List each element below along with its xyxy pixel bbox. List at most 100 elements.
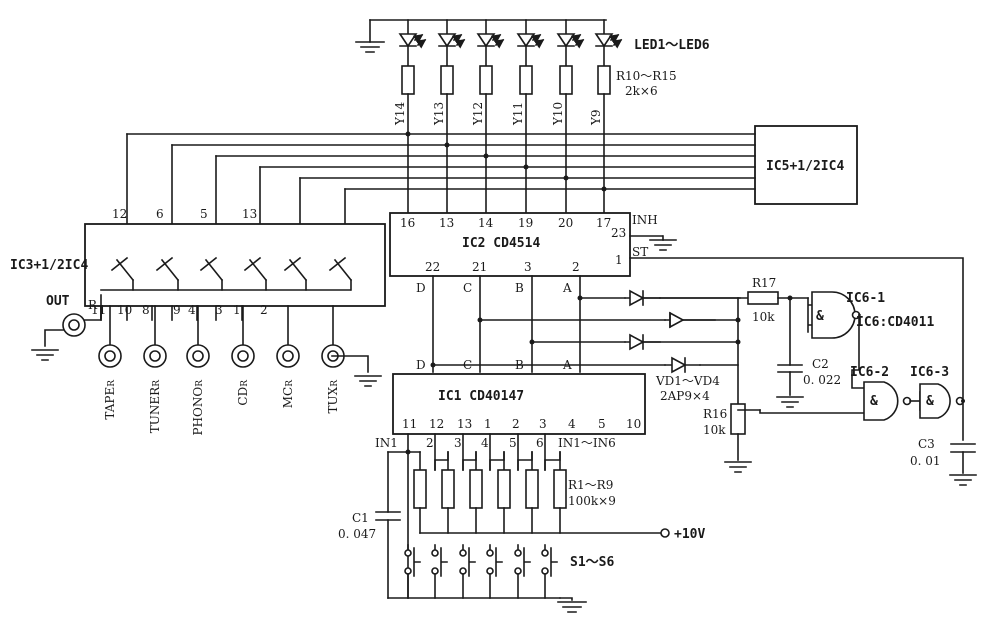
in-pin-label-5: 5 [509,436,517,450]
resistor-r1 [413,451,427,534]
in1-label: IN1 [375,436,398,450]
out-sub: R [88,298,98,312]
in-pin-label-3: 3 [454,436,462,450]
jack-phono: PHONOR [186,305,210,436]
led-column-4 [516,19,545,214]
r1-label: R1〜R9 [568,478,613,492]
y-label-y14: Y14 [393,101,407,126]
ic3-bottom-pin-1: 1 [233,303,241,317]
ic3-label: IC3+1/2IC4 [10,258,88,273]
y-label-y13: Y13 [432,102,446,126]
ground-switches [557,597,587,613]
ic3-bottom-pin-10: 10 [117,303,132,317]
ic6-1-label: IC6-1 [846,291,885,306]
c1-label: C1 [352,511,369,525]
ic1-bottom-pin-5: 5 [598,417,606,431]
in-range-label: IN1〜IN6 [558,436,616,450]
jack-label-tuner: TUNERR [148,380,162,433]
led-column-3 [476,19,505,214]
jack-mc: MCR [276,305,300,408]
y-label-y10: Y10 [551,102,565,126]
in-pin-label-4: 4 [481,436,489,450]
switch-s2 [431,544,448,599]
ic3-switches [100,256,353,319]
ic1-label: IC1 CD40147 [438,389,524,404]
r1-value: 100k×9 [568,494,616,508]
r10-value: 2k×6 [625,84,658,98]
ic2-pin1: 1 [615,253,623,267]
c3-label: C3 [918,437,935,451]
ic6-3-symbol: & [926,394,934,409]
ic3-bottom-pin-9: 9 [173,303,181,317]
ic2-st: ST [632,245,648,259]
ic5-box [754,125,858,205]
ic2-top-pin-19: 19 [518,216,533,230]
ic1-bottom-pin-2: 2 [512,417,520,431]
ic5-label: IC5+1/2IC4 [766,159,844,174]
jack-label-mc: MCR [281,380,295,408]
ic1-bottom-pin-3: 3 [539,417,547,431]
ic1-bottom-pin-10: 10 [626,417,641,431]
supply-terminal [660,528,670,538]
wire-to-ic6-2 [759,409,865,414]
ic6-1-symbol: & [816,309,824,324]
ic6-2-symbol: & [870,394,878,409]
ic1-bottom-pin-1: 1 [484,417,492,431]
c2-label: C2 [812,357,829,371]
resistor-r5 [525,451,539,534]
ground-inh [629,235,677,251]
c3-capacitor [949,443,977,486]
vd-value: 2AP9×4 [660,389,710,403]
resistor-r6 [553,451,567,534]
ic3-top-pin-6: 6 [156,207,164,221]
ic3-bottom-pin-4: 4 [188,303,196,317]
r17-resistor [659,291,809,366]
r16-label: R16 [703,407,727,421]
ic3-bottom-pin-2: 2 [260,303,268,317]
st-line [629,257,964,441]
led-column-6 [594,19,623,214]
ic2-bottom-pin-2: 2 [572,260,580,274]
jack-tux: TUXR [321,305,345,414]
r16-resistor [724,403,752,473]
ic2-pin23: 23 [611,226,626,240]
ic2-bottom-pin-21: 21 [472,260,487,274]
ic1-bottom-pin-4: 4 [568,417,576,431]
bus-label-bottom-d: D [416,358,426,372]
jack-label-cd: CDR [236,380,250,406]
bus-label-bottom-b: B [515,358,524,372]
y-label-y11: Y11 [511,102,525,126]
r17-label: R17 [752,276,776,290]
ic5-control-lines [126,133,756,271]
bus-label-top-a: A [562,281,572,295]
in-pin-label-6: 6 [536,436,544,450]
ic3-top-pin-12: 12 [112,207,127,221]
ic2-top-pin-17: 17 [596,216,611,230]
switch-s4 [486,544,503,599]
ic2-bottom-pin-22: 22 [425,260,440,274]
ic1-box [392,373,646,435]
ic1-bottom-pin-13: 13 [457,417,472,431]
vd-label: VD1〜VD4 [655,374,720,388]
bus-label-bottom-c: C [463,358,472,372]
ic1-bottom-pin-11: 11 [402,417,417,431]
r16-value: 10k [703,423,726,437]
switch-s5 [514,544,531,599]
ic1-bottom-pin-12: 12 [429,417,444,431]
jack-label-phono: PHONOR [191,380,205,436]
ground-led-rail [355,41,385,53]
c1-value: 0. 047 [338,527,376,541]
ic6-desc: IC6:CD4011 [856,315,934,330]
jack-tuner: TUNERR [143,305,167,433]
supply-label: +10V [674,527,705,542]
bus-label-bottom-a: A [562,358,572,372]
y-label-y9: Y9 [589,109,603,126]
ic2-inh: INH [632,213,658,227]
jack-label-tux: TUXR [326,380,340,414]
led-column-5 [556,19,585,214]
ic3-bottom-pin-11: 11 [91,303,106,317]
ic3-top-pin-13: 13 [242,207,257,221]
jack-cd: CDR [231,305,255,406]
ic1-input-lines [387,433,546,599]
r10-label: R10〜R15 [616,69,677,83]
